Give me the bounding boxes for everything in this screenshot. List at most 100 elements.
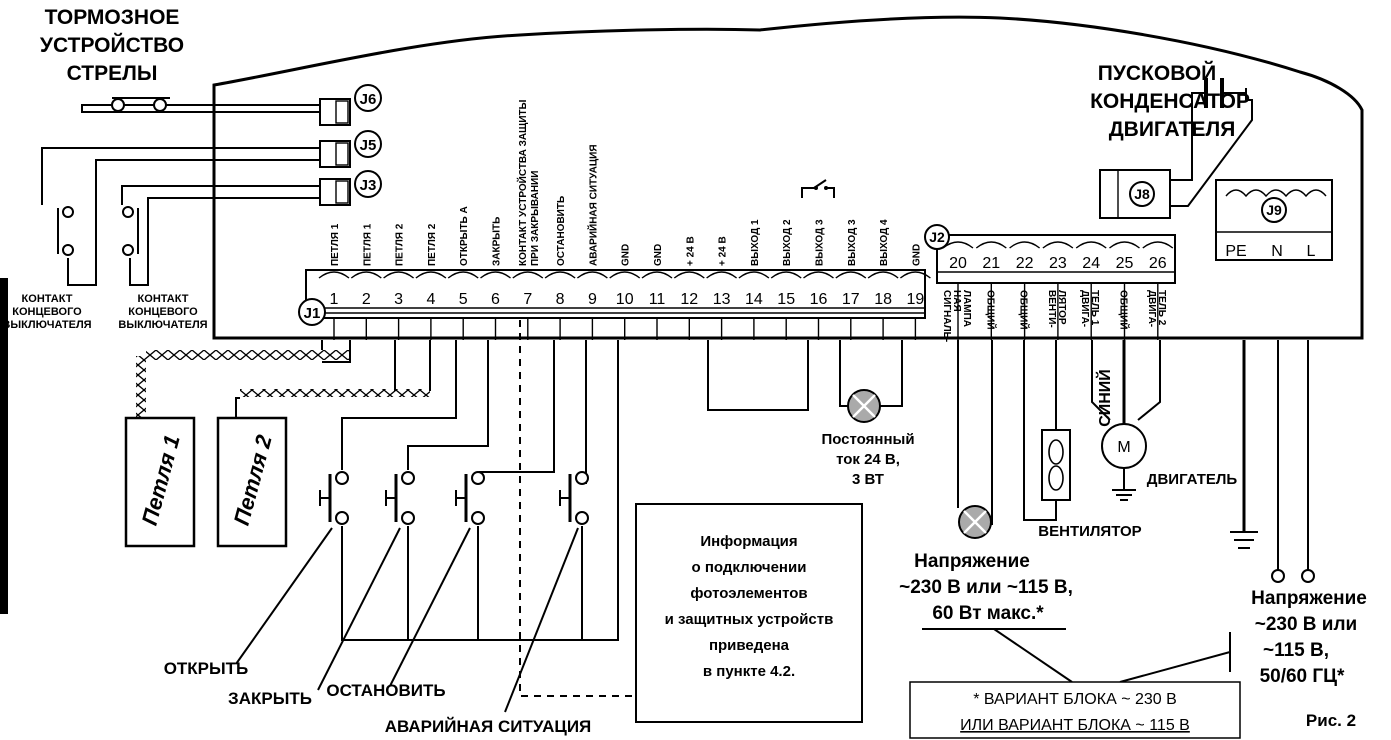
limit-switch-1-l1: КОНТАКТ bbox=[22, 293, 73, 305]
j1-terminal-screw bbox=[673, 271, 705, 279]
brake-title-1: ТОРМОЗНОЕ bbox=[45, 6, 180, 29]
j2-terminal-screw bbox=[1042, 241, 1074, 249]
j2-terminal-label: ДВИГА- bbox=[1146, 290, 1157, 327]
connector-j6: J6 bbox=[319, 84, 382, 126]
j1-terminal-label: ВЫХОД 4 bbox=[879, 219, 890, 266]
variant-l1: * ВАРИАНТ БЛОКА ~ 230 В bbox=[973, 691, 1177, 708]
j2-terminal-label: СИГНАЛЬ- bbox=[941, 290, 952, 342]
j1-terminal-screw bbox=[447, 271, 479, 279]
j1-terminal-label: ВЫХОД 2 bbox=[782, 219, 793, 266]
j1-terminal-screw bbox=[383, 271, 415, 279]
j9-pe: PE bbox=[1225, 243, 1246, 260]
fan bbox=[1023, 340, 1071, 521]
margin-bar bbox=[0, 278, 8, 614]
j1-terminal-number: 1 bbox=[330, 291, 339, 308]
j2-terminal-number: 22 bbox=[1016, 255, 1034, 272]
j1-terminal-label: + 24 В bbox=[718, 236, 729, 266]
j9-label: J9 bbox=[1266, 202, 1282, 218]
j1-terminal-number: 14 bbox=[745, 291, 763, 308]
limit-switch-2-l1: КОНТАКТ bbox=[138, 293, 189, 305]
button-emergency-label: АВАРИЙНАЯ СИТУАЦИЯ bbox=[385, 717, 592, 736]
variant-box bbox=[909, 681, 1241, 739]
j1-terminal-label: ЗАКРЫТЬ bbox=[492, 217, 503, 266]
j1-terminal-number: 9 bbox=[588, 291, 597, 308]
j1-terminal-number: 15 bbox=[777, 291, 795, 308]
j2-terminal-label: ВЕНТИ- bbox=[1046, 290, 1057, 328]
mains-voltage-l1: Напряжение bbox=[1251, 588, 1367, 609]
j1-terminal-screw bbox=[770, 271, 802, 279]
j2-terminal-screw bbox=[1009, 241, 1041, 249]
capacitor-title-2: КОНДЕНСАТОР bbox=[1090, 90, 1250, 113]
connector-j5: J5 bbox=[319, 130, 382, 168]
j1-terminal-screw bbox=[899, 271, 931, 279]
j1-terminal-label: ПЕТЛЯ 2 bbox=[395, 223, 406, 266]
info-l6: в пункте 4.2. bbox=[703, 663, 795, 680]
j1-terminal-number: 16 bbox=[810, 291, 828, 308]
j6-label: J6 bbox=[360, 91, 377, 108]
j2-terminal-number: 20 bbox=[949, 255, 967, 272]
j1-terminal-number: 18 bbox=[874, 291, 892, 308]
j5-label: J5 bbox=[360, 137, 377, 154]
j2-terminal-screw bbox=[1075, 241, 1107, 249]
output-3-relay-contact bbox=[801, 179, 835, 198]
button-stop-label: ОСТАНОВИТЬ bbox=[326, 681, 445, 700]
j1-terminal-number: 12 bbox=[680, 291, 698, 308]
loop-2-twisted-pair bbox=[235, 340, 431, 420]
j1-terminal-number: 4 bbox=[426, 291, 435, 308]
j2-label: J2 bbox=[929, 229, 945, 245]
j1-terminal-screw bbox=[835, 271, 867, 279]
j1-terminal-label: ПЕТЛЯ 1 bbox=[362, 223, 373, 266]
info-l5: приведена bbox=[709, 637, 790, 654]
capacitor-title-3: ДВИГАТЕЛЯ bbox=[1109, 118, 1236, 141]
brake-title-2: УСТРОЙСТВО bbox=[40, 33, 184, 57]
motor-label: ДВИГАТЕЛЬ bbox=[1147, 471, 1238, 488]
loop-2-box: Петля 2 bbox=[216, 416, 288, 548]
j1-terminal-screw bbox=[706, 271, 738, 279]
variant-pointer-1 bbox=[993, 628, 1073, 683]
variant-pointer-2 bbox=[1119, 651, 1231, 683]
lamp-voltage-l2: ~230 В или ~115 В, bbox=[899, 577, 1073, 598]
capacitor-title-1: ПУСКОВОЙ bbox=[1098, 61, 1217, 85]
pushbutton-symbol bbox=[559, 471, 589, 525]
limit-switch-1-l3: ВЫКЛЮЧАТЕЛЯ bbox=[2, 319, 91, 331]
j1-terminal-label: ПРИ ЗАКРЫВАНИИ bbox=[530, 171, 541, 266]
button-arrows bbox=[235, 527, 579, 713]
pushbuttons bbox=[319, 471, 589, 525]
j1-terminal-number: 11 bbox=[649, 291, 666, 308]
j1-terminal-label: GND bbox=[653, 244, 664, 266]
dc-lamp-l3: 3 ВТ bbox=[852, 471, 884, 488]
j2-terminal-label: ДВИГА- bbox=[1079, 290, 1090, 327]
j2-terminal-screw bbox=[1109, 241, 1140, 249]
j1-terminal-label: ПЕТЛЯ 1 bbox=[330, 223, 341, 266]
j1-terminal-number: 6 bbox=[491, 291, 500, 308]
j9-l: L bbox=[1307, 243, 1316, 260]
j1-terminal-screw bbox=[350, 271, 382, 279]
j1-terminal-number: 7 bbox=[523, 291, 532, 308]
j1-terminal-label: + 24 В bbox=[685, 236, 696, 266]
pushbutton-symbol bbox=[455, 471, 485, 525]
variant-l2: ИЛИ ВАРИАНТ БЛОКА ~ 115 В bbox=[960, 717, 1190, 734]
j1-terminal-number: 5 bbox=[459, 291, 468, 308]
connector-j3: J3 bbox=[319, 170, 382, 206]
signal-lamp-wiring bbox=[957, 340, 993, 539]
j1-terminal-screw bbox=[318, 271, 350, 279]
j1-terminal-number: 13 bbox=[713, 291, 731, 308]
pushbutton-symbol bbox=[319, 471, 349, 525]
motor: M bbox=[1091, 340, 1161, 501]
j1-terminal-screw bbox=[867, 271, 899, 279]
loop-1-box: Петля 1 bbox=[124, 416, 196, 548]
j1-terminal-number: 3 bbox=[394, 291, 403, 308]
j1-terminal-label: GND bbox=[911, 244, 922, 266]
j2-terminal-label: ОБЩИЙ bbox=[1118, 290, 1131, 330]
info-box bbox=[635, 503, 863, 723]
j2-terminal-number: 24 bbox=[1082, 255, 1100, 272]
loop-1-twisted-pair bbox=[136, 340, 351, 420]
fan-label: ВЕНТИЛЯТОР bbox=[1038, 523, 1141, 540]
dc-lamp-l2: ток 24 В, bbox=[836, 451, 900, 468]
figure-label: Рис. 2 bbox=[1306, 711, 1356, 730]
j1-terminal-label: ОТКРЫТЬ А bbox=[459, 206, 470, 266]
j8-label: J8 bbox=[1134, 186, 1150, 202]
